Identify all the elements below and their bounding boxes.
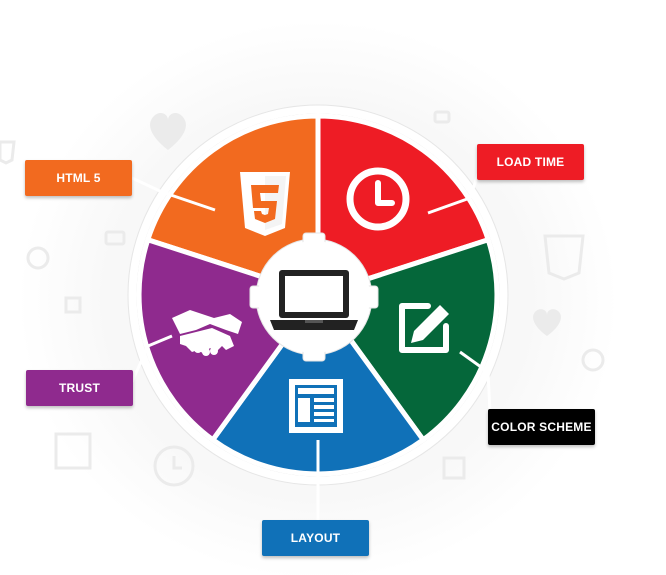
connector-color-scheme bbox=[459, 350, 492, 413]
label-html5-text: HTML 5 bbox=[56, 171, 101, 185]
segment-html5 bbox=[145, 113, 321, 298]
edit-icon bbox=[442, 456, 466, 480]
label-trust: TRUST bbox=[26, 370, 133, 406]
label-load-time: LOAD TIME bbox=[477, 144, 584, 180]
clock-icon bbox=[581, 348, 605, 372]
clock-icon bbox=[26, 246, 50, 270]
connector-html5 bbox=[131, 176, 216, 212]
clock-icon bbox=[346, 167, 410, 231]
label-layout: LAYOUT bbox=[262, 520, 369, 556]
handshake-icon bbox=[172, 310, 242, 356]
connector-lines bbox=[130, 161, 492, 520]
chat-icon bbox=[104, 230, 126, 246]
label-load-time-text: LOAD TIME bbox=[496, 155, 565, 169]
chat-icon bbox=[433, 110, 451, 124]
clock-icon bbox=[153, 445, 195, 487]
background-icons bbox=[0, 110, 605, 487]
html5-icon bbox=[0, 140, 16, 165]
label-color-scheme: COLOR SCHEME bbox=[488, 409, 595, 445]
label-color-scheme-text: COLOR SCHEME bbox=[491, 420, 592, 434]
connector-trust bbox=[130, 334, 173, 383]
heart-icon bbox=[533, 309, 561, 336]
label-html5: HTML 5 bbox=[25, 160, 132, 196]
clock-icon bbox=[172, 456, 182, 470]
layout-icon bbox=[289, 379, 343, 433]
document-icon bbox=[64, 296, 82, 314]
html5-icon bbox=[543, 234, 585, 281]
html5-icon bbox=[240, 172, 290, 236]
label-layout-text: LAYOUT bbox=[290, 531, 341, 545]
heart-icon bbox=[150, 113, 186, 150]
edit-icon bbox=[399, 303, 449, 353]
document-icon bbox=[54, 432, 92, 470]
label-trust-text: TRUST bbox=[59, 381, 100, 395]
laptop-icon bbox=[270, 270, 358, 330]
